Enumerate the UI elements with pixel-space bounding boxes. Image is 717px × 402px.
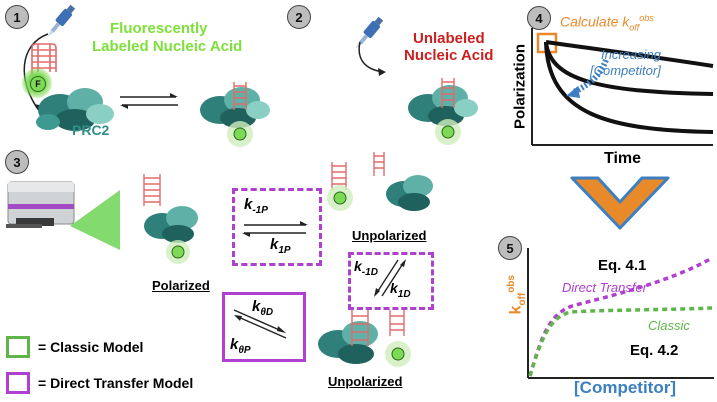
labeled-probe-label-line2: Labeled Nucleic Acid bbox=[92, 38, 243, 55]
k1p-arrows bbox=[242, 221, 308, 237]
k-minus1p-label: k-1P bbox=[244, 196, 268, 216]
time-axis-label: Time bbox=[604, 150, 642, 167]
polarization-plot bbox=[531, 28, 714, 146]
panel-1-number: 1 bbox=[5, 5, 29, 29]
pipette-icon bbox=[47, 4, 76, 37]
competitor-complex-icon bbox=[318, 310, 411, 367]
direct-transfer-label: Direct Transfer bbox=[562, 280, 647, 295]
legend-classic-swatch bbox=[6, 336, 30, 358]
k-thetap-label: kθP bbox=[230, 336, 251, 356]
koff-axis-sub: off bbox=[516, 292, 528, 306]
koff-axis-sup: obs bbox=[506, 275, 518, 293]
plate-reader-icon bbox=[6, 181, 75, 228]
fluorophore-icon: F bbox=[22, 68, 52, 98]
k-1d-label: k1D bbox=[390, 280, 411, 300]
polarized-complex-icon bbox=[143, 174, 198, 264]
ktheta-rate-box bbox=[222, 292, 306, 362]
eq-41-label: Eq. 4.1 bbox=[598, 257, 647, 274]
chevron-down-icon bbox=[570, 176, 670, 230]
light-beam-icon bbox=[70, 190, 120, 250]
prc2-label: PRC2 bbox=[72, 122, 110, 138]
legend-direct-swatch bbox=[6, 372, 30, 394]
bound-complex-icon bbox=[408, 78, 478, 145]
unpolarized-bottom-label: Unpolarized bbox=[328, 374, 403, 389]
calculate-koff-sub: off bbox=[629, 22, 640, 33]
polarization-axis-label: Polarization bbox=[511, 44, 529, 130]
unlabeled-probe-label-line1: Unlabeled bbox=[413, 30, 485, 47]
calculate-koff-sup: obs bbox=[639, 13, 654, 23]
k1p-rate-box bbox=[232, 188, 322, 266]
legend-classic-label: = Classic Model bbox=[38, 339, 144, 355]
legend-direct-label: = Direct Transfer Model bbox=[38, 375, 194, 391]
classic-label: Classic bbox=[648, 318, 690, 333]
calculate-koff-label: Calculate koffobs bbox=[560, 13, 654, 32]
polarized-label: Polarized bbox=[152, 278, 210, 293]
k1d-arrows bbox=[374, 259, 406, 297]
increasing-label-line2: [Competitor] bbox=[590, 63, 661, 78]
bound-complex-icon bbox=[200, 82, 270, 147]
eq-42-label: Eq. 4.2 bbox=[630, 342, 679, 359]
unpolarized-top-label: Unpolarized bbox=[352, 228, 427, 243]
equilibrium-arrows bbox=[120, 93, 178, 109]
koff-axis-label: koffobs bbox=[506, 265, 528, 325]
koff-axis-base: k bbox=[507, 305, 525, 315]
fluorophore-letter: F bbox=[30, 76, 46, 92]
koff-plot bbox=[527, 248, 714, 379]
k-minus1d-label: k-1D bbox=[354, 258, 378, 278]
panel-2-number: 2 bbox=[287, 5, 311, 29]
increasing-label-line1: Increasing bbox=[601, 47, 661, 62]
panel-4-number: 4 bbox=[527, 6, 551, 30]
dispense-arrow bbox=[358, 41, 386, 76]
panel-5-number: 5 bbox=[498, 236, 522, 260]
prc2-protein-icon bbox=[36, 88, 114, 131]
labeled-probe-label-line1: Fluorescently bbox=[110, 20, 208, 37]
free-prc2-icon bbox=[386, 175, 433, 211]
k-thetad-label: kθD bbox=[252, 298, 274, 318]
unlabeled-probe-label-line2: Nucleic Acid bbox=[404, 47, 494, 64]
calculate-koff-prefix: Calculate k bbox=[560, 13, 630, 30]
competitor-axis-label: [Competitor] bbox=[574, 378, 676, 397]
k-1p-label: k1P bbox=[270, 236, 291, 256]
labeled-rna-icon bbox=[31, 43, 57, 78]
ktheta-arrows bbox=[233, 309, 287, 339]
free-probe-icon bbox=[327, 152, 385, 211]
panel-3-number: 3 bbox=[5, 150, 29, 174]
